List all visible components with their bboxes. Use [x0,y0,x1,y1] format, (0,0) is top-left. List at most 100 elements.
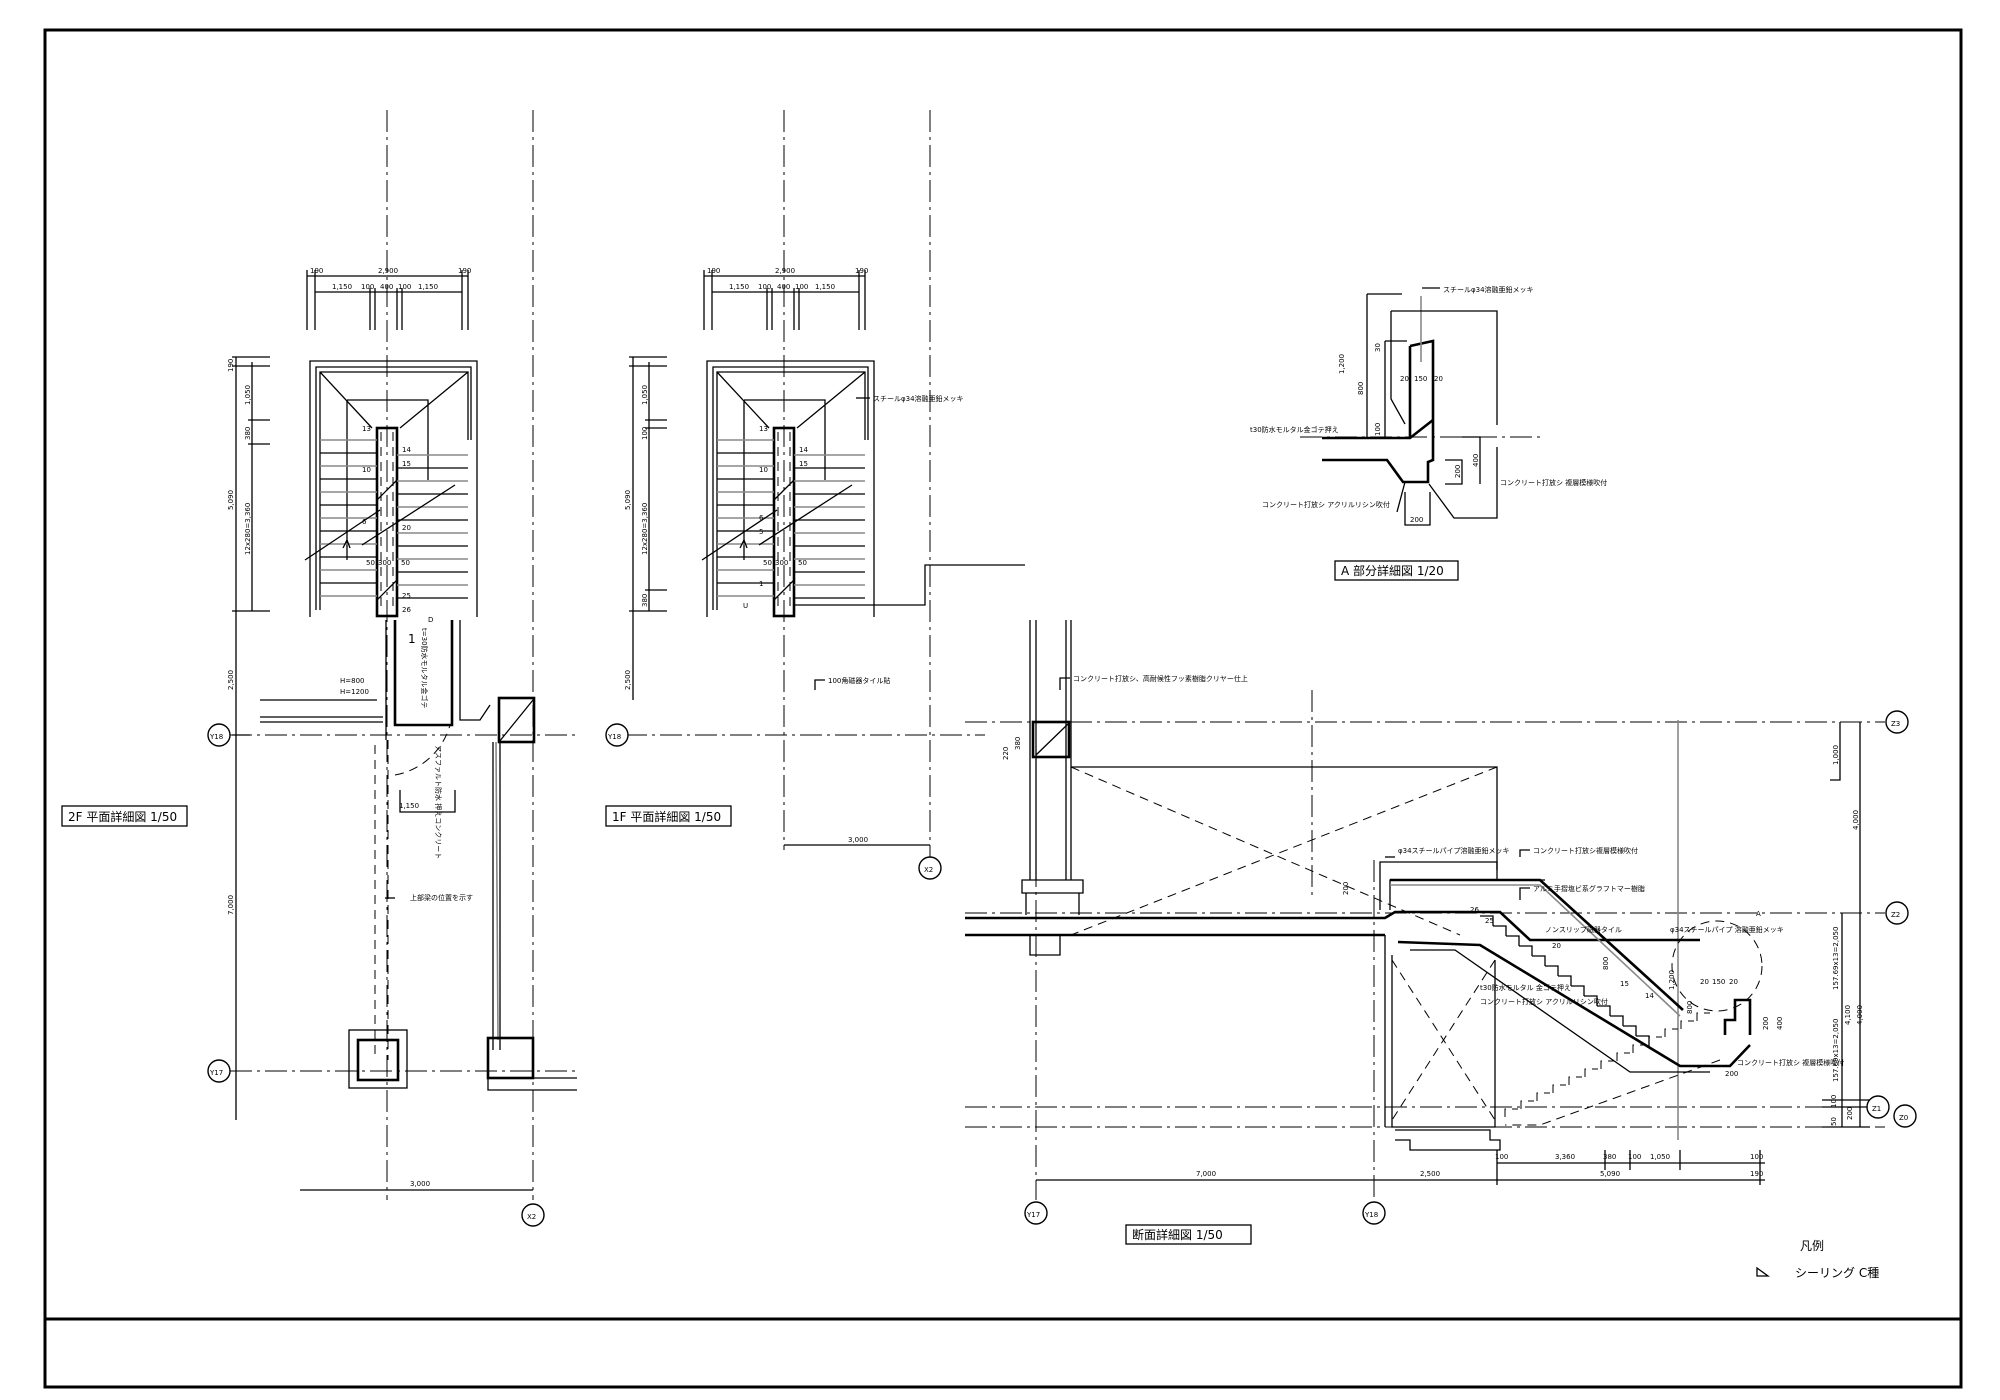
svg-text:Y18: Y18 [607,733,621,741]
svg-text:断面詳細図 1/50: 断面詳細図 1/50 [1132,1227,1223,1242]
section-tread [1532,955,1546,966]
section-detail: A コンクリート打放シ、高耐候性フッ素樹脂クリヤー仕上 φ34スチールパイプ溶融… [965,620,1917,1245]
note-concrete-acryl: コンクリート打放シ アクリルリシン吹付 [1480,997,1608,1006]
title-detail-a: A 部分詳細図 1/20 [1334,560,1459,581]
svg-text:200: 200 [1762,1017,1770,1030]
step-number: 14 [799,446,808,454]
handrail [777,432,791,612]
svg-text:2F 平面詳細図 1/50: 2F 平面詳細図 1/50 [68,809,177,824]
plan-1f: 190 2,900 190 1,150 100 400 100 1,150 1,… [605,110,1025,880]
dim-text: 5,090 [227,490,235,510]
grid-bubble-y18: Y18 [207,723,231,747]
dim-text: 7,000 [227,895,235,915]
note-h1200: H=1200 [340,688,369,696]
section-tread-lower [1584,1068,1598,1077]
top-dimensions: 190 2,900 190 1,150 100 400 100 1,150 [306,267,471,330]
dim-text: 300 [378,559,391,567]
section-tread [1623,1025,1637,1036]
bottom-dimensions: 7,000 2,500 5,090 100 3,360 380 100 1,05… [1036,1150,1765,1185]
svg-text:100: 100 [795,283,808,291]
left-dimensions: 190 1,050 380 5,090 12x280=3,360 2,500 7… [227,356,270,1120]
svg-text:100: 100 [1374,423,1382,436]
grid-bubble-y18: Y18 [1362,1201,1386,1225]
section-tread [1610,1015,1624,1026]
left-dimensions: 1,050 100 5,090 12x280=3,360 380 2,500 [624,356,667,700]
section-tread [1480,915,1494,926]
landing-line [319,371,469,480]
plan-2f: 190 2,900 190 1,150 100 400 100 1,150 19… [61,110,580,1227]
svg-text:14: 14 [1645,992,1654,1000]
note-mortar: t30防水モルタル金ゴテ押え [1250,425,1339,434]
note-concrete-coat-2: コンクリート打放シ 複層模様吹付 [1737,1058,1844,1067]
svg-text:200: 200 [1342,882,1350,895]
svg-text:50: 50 [798,559,807,567]
step-number: 13 [759,425,768,433]
note-mortar: t30防水モルタル 金ゴテ押え [1480,983,1571,992]
svg-text:150: 150 [1414,375,1427,383]
svg-text:1,050: 1,050 [641,385,649,405]
title-2f-plan: 2F 平面詳細図 1/50 [61,805,188,827]
section-tread [1571,985,1585,996]
note-beam-position: 上部梁の位置を示す [410,893,473,902]
section-tread [1584,995,1598,1006]
stair-plan-2f [304,360,478,618]
svg-text:X2: X2 [527,1213,536,1221]
up-mark: 1 [408,632,416,646]
grid-bubble-z1: Z1 [1866,1095,1890,1119]
svg-text:1,150: 1,150 [815,283,835,291]
cut-line [304,484,456,561]
svg-text:2,500: 2,500 [624,670,632,690]
svg-text:Z1: Z1 [1872,1105,1881,1113]
dim-text: 1,150 [332,283,352,291]
svg-text:157.69x13=2,050: 157.69x13=2,050 [1832,927,1840,990]
note-h800: H=800 [340,677,365,685]
cut-line [701,484,853,561]
dim-text: 190 [310,267,323,275]
svg-text:1,200: 1,200 [1338,354,1346,374]
svg-text:100: 100 [641,427,649,440]
svg-text:5,090: 5,090 [624,490,632,510]
step-number: 25 [402,592,411,600]
note-tile: 100角磁器タイル貼 [828,676,890,685]
svg-text:380: 380 [641,594,649,607]
svg-text:200: 200 [1846,1107,1854,1120]
dim-text: 1,150 [418,283,438,291]
note-concrete-clear: コンクリート打放シ、高耐候性フッ素樹脂クリヤー仕上 [1073,674,1248,683]
arrow-icon [739,538,748,549]
section-tread-lower [1552,1084,1566,1093]
dim-text: 380 [244,427,252,440]
svg-text:200: 200 [1454,465,1462,478]
svg-text:100: 100 [758,283,771,291]
svg-text:1F 平面詳細図 1/50: 1F 平面詳細図 1/50 [612,809,721,824]
section-tread-lower [1632,1044,1646,1053]
svg-text:20: 20 [1700,978,1709,986]
stair-plan-1f [701,360,875,618]
svg-text:100: 100 [1830,1095,1838,1108]
section-tread-lower [1648,1036,1662,1045]
dim-text: 1,150 [399,802,419,810]
section-tread [1506,935,1520,946]
step-number: 5 [759,528,763,536]
section-tread-lower [1696,1012,1710,1021]
svg-text:190: 190 [855,267,868,275]
title-1f-plan: 1F 平面詳細図 1/50 [605,805,732,827]
svg-text:30: 30 [1374,343,1382,352]
svg-text:50: 50 [1830,1117,1838,1126]
svg-text:200: 200 [1410,516,1423,524]
section-tread [1558,975,1572,986]
title-section: 断面詳細図 1/50 [1125,1224,1252,1245]
svg-text:380: 380 [1014,737,1022,750]
note-mortar: t=30防水モルタル金ゴテ [420,628,429,709]
svg-text:Z2: Z2 [1891,911,1900,919]
svg-text:15: 15 [1620,980,1629,988]
grid-bubble-y18: Y18 [605,723,629,747]
step-number: 20 [402,524,411,532]
svg-text:200: 200 [1725,1070,1738,1078]
section-tread-lower [1664,1028,1678,1037]
step-number: 10 [362,466,371,474]
svg-text:50: 50 [763,559,772,567]
note-nonslip: ノンスリップ磁器タイル [1545,925,1622,934]
callout-label: A [1756,910,1761,918]
note-coat: コンクリート打放シ 複層模様吹付 [1500,478,1607,487]
